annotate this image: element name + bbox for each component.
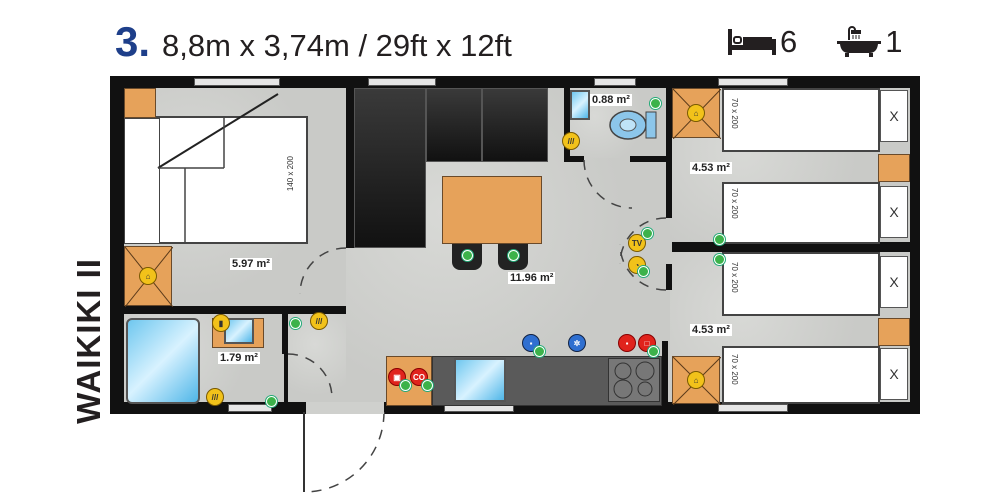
window (718, 78, 788, 86)
outlet-icon (462, 250, 473, 261)
beds-count: 6 (780, 24, 798, 59)
hanger-icon: ⌂ (687, 371, 705, 389)
outlet-icon (714, 234, 725, 245)
bathtub-icon (837, 26, 882, 57)
dining-table (442, 176, 542, 244)
floor-plan: 140 x 200 ⌂ 5.97 m² 11.96 m² TV ◔ /// 0.… (110, 76, 920, 493)
sofa-back-1 (426, 88, 482, 162)
area-label: 5.97 m² (230, 258, 272, 270)
window (718, 404, 788, 412)
extractor-icon: ▪ (618, 334, 636, 352)
shelf (878, 318, 910, 346)
window (368, 78, 436, 86)
window (594, 78, 636, 86)
fridge-icon: ✲ (568, 334, 586, 352)
cooktop (608, 358, 660, 402)
single-bed (722, 88, 880, 152)
nightstand: X (880, 256, 908, 308)
window (228, 404, 272, 412)
plan-number: 3. (115, 18, 151, 65)
bed-size-label: 70 x 200 (730, 354, 739, 385)
shelf (124, 88, 156, 118)
wall-bedrooms-divider (672, 242, 910, 252)
model-name: WAIKIKI II (70, 258, 107, 424)
bed-size-label: 70 x 200 (730, 98, 739, 129)
heater-icon: /// (310, 312, 328, 330)
outlet-icon (650, 98, 661, 109)
bath-count: 1 (885, 24, 903, 59)
outlet-icon (290, 318, 301, 329)
single-bed (722, 346, 880, 404)
sofa-left (354, 88, 426, 248)
entrance-door-opening (306, 402, 384, 414)
area-label: 4.53 m² (690, 162, 732, 174)
tv-icon: TV (628, 234, 646, 252)
nightstand: X (880, 186, 908, 238)
area-label: 11.96 m² (508, 272, 556, 284)
nightstand (124, 118, 160, 244)
bed-size-label: 70 x 200 (730, 262, 739, 293)
wall-wc-bottom (564, 156, 584, 162)
outlet-icon (400, 380, 411, 391)
double-bed (156, 116, 308, 244)
light-icon: ▮ (212, 314, 230, 332)
plan-dimensions: 8,8m x 3,74m / 29ft x 12ft (162, 28, 512, 63)
wall-bedroom-bath (124, 306, 346, 314)
outlet-icon (648, 346, 659, 357)
toilet-icon (609, 110, 657, 140)
capacity-specs: 6 1 (728, 24, 943, 60)
outlet-icon (534, 346, 545, 357)
door-swings (287, 159, 667, 493)
bed-cover-fold (157, 93, 279, 244)
wall-wc-bottom-2 (630, 156, 670, 162)
shower-tray (126, 318, 200, 404)
burners-icon (613, 361, 655, 399)
outlet-icon (422, 380, 433, 391)
outlet-icon (714, 254, 725, 265)
bed-icon (728, 29, 776, 55)
wall-bath-hall (282, 314, 288, 354)
bed-size-label: 70 x 200 (730, 188, 739, 219)
wc-sink (570, 90, 590, 120)
kitchen-sink (454, 358, 506, 402)
bath-spec: 1 (837, 24, 903, 60)
wall-kitchen-right (662, 341, 668, 402)
hanger-icon: ⌂ (687, 104, 705, 122)
area-label: 1.79 m² (218, 352, 260, 364)
plan-title: 3. 8,8m x 3,74m / 29ft x 12ft (115, 18, 512, 68)
hanger-icon: ⌂ (139, 267, 157, 285)
heater-icon: /// (206, 388, 224, 406)
outlet-icon (266, 396, 277, 407)
outlet-icon (638, 266, 649, 277)
beds-spec: 6 (728, 24, 797, 60)
area-label: 4.53 m² (690, 324, 732, 336)
washbasin (224, 318, 254, 344)
heater-icon: /// (562, 132, 580, 150)
single-bed (722, 252, 880, 316)
outlet-icon (642, 228, 653, 239)
wall-bedrooms-left-top (666, 88, 672, 218)
nightstand: X (880, 348, 908, 400)
wall-wc-left (564, 88, 570, 158)
outlet-icon (508, 250, 519, 261)
wall-bedrooms-left-bottom (666, 264, 672, 290)
window (194, 78, 280, 86)
nightstand: X (880, 90, 908, 142)
single-bed (722, 182, 880, 244)
sofa-back-2 (482, 88, 548, 162)
wall-living-left (346, 88, 354, 248)
shelf (878, 154, 910, 182)
area-label: 0.88 m² (590, 94, 632, 106)
